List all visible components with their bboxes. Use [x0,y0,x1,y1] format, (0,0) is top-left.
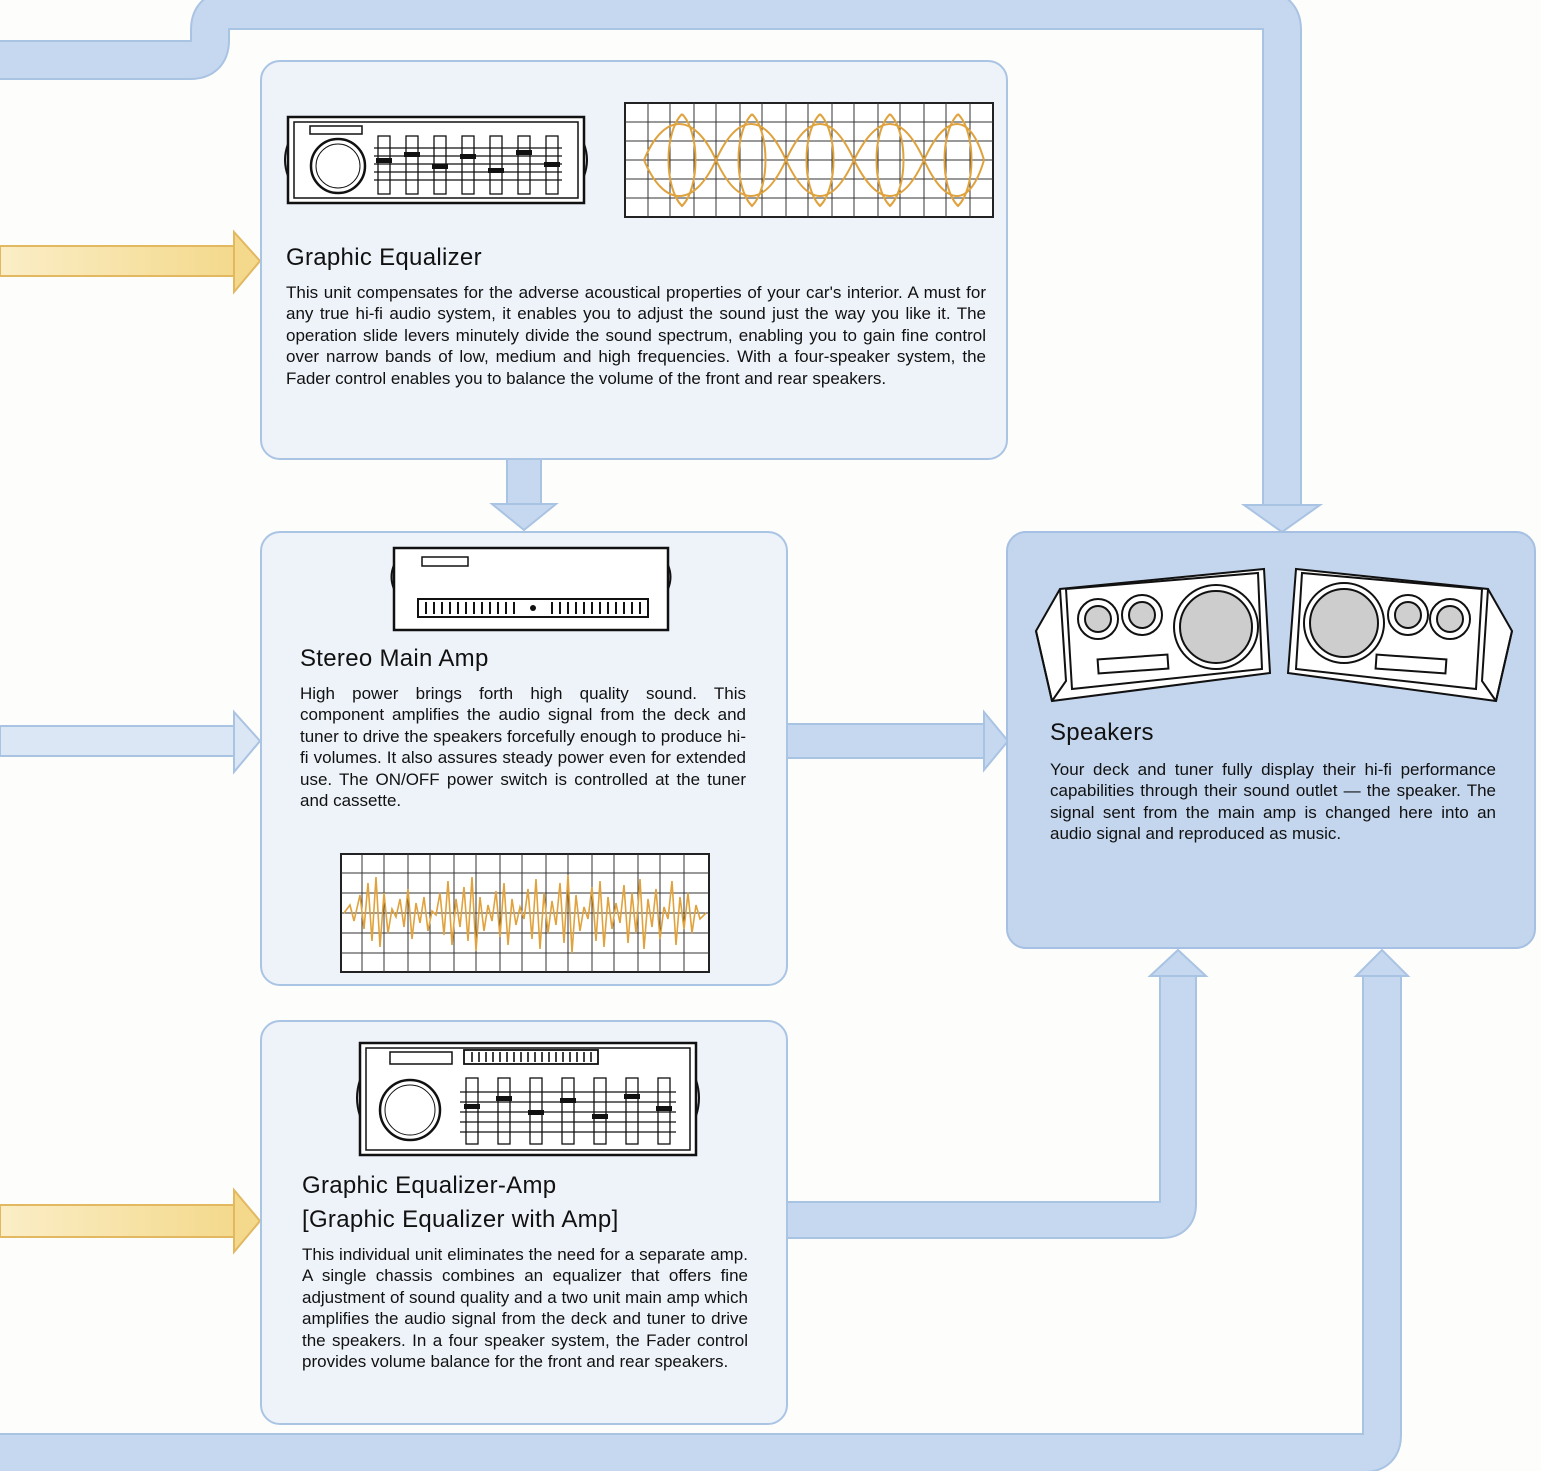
speakers-description: Your deck and tuner fully display their … [1050,760,1496,844]
speakers-title: Speakers [1050,719,1154,746]
main-amp-unit-icon [388,545,674,633]
speaker-pair-icon [1026,561,1522,711]
frequency-response-graph-icon [624,102,994,218]
arrow-down-to-speakers [1240,504,1324,534]
graphic-equalizer-panel: Graphic Equalizer This unit compensates … [260,60,1008,460]
graphic-equalizer-amp-panel: Graphic Equalizer-Amp [Graphic Equalizer… [260,1020,788,1425]
graphic-equalizer-title: Graphic Equalizer [286,244,482,271]
equalizer-unit-icon [280,114,592,206]
waveform-graph-icon [340,853,710,973]
graphic-equalizer-amp-subtitle: [Graphic Equalizer with Amp] [302,1206,619,1233]
amp-to-speakers-pipe [785,709,1010,773]
stereo-main-amp-description: High power brings forth high quality sou… [300,684,746,811]
top-signal-pipe [0,0,1324,534]
graphic-equalizer-amp-description: This individual unit eliminates the need… [302,1245,748,1372]
equalizer-amp-unit-icon [352,1040,704,1158]
arrow-up-to-speakers-left [1147,948,1209,977]
eqamp-to-speakers-pipe [786,948,1209,1239]
input-arrow-amp [0,709,262,775]
input-arrow-eq [0,229,262,295]
stereo-main-amp-panel: Stereo Main Amp High power brings forth … [260,531,788,986]
graphic-equalizer-description: This unit compensates for the adverse ac… [286,283,986,388]
graphic-equalizer-amp-title: Graphic Equalizer-Amp [302,1172,557,1199]
speakers-panel: Speakers Your deck and tuner fully displ… [1006,531,1536,949]
arrow-up-to-speakers-right [1353,948,1411,977]
input-arrow-eq-amp [0,1187,262,1255]
right-speaker [1286,567,1514,703]
eq-to-amp-pipe [489,457,559,532]
bottom-signal-pipe [0,948,1411,1471]
stereo-main-amp-title: Stereo Main Amp [300,645,489,672]
left-speaker [1034,567,1272,703]
